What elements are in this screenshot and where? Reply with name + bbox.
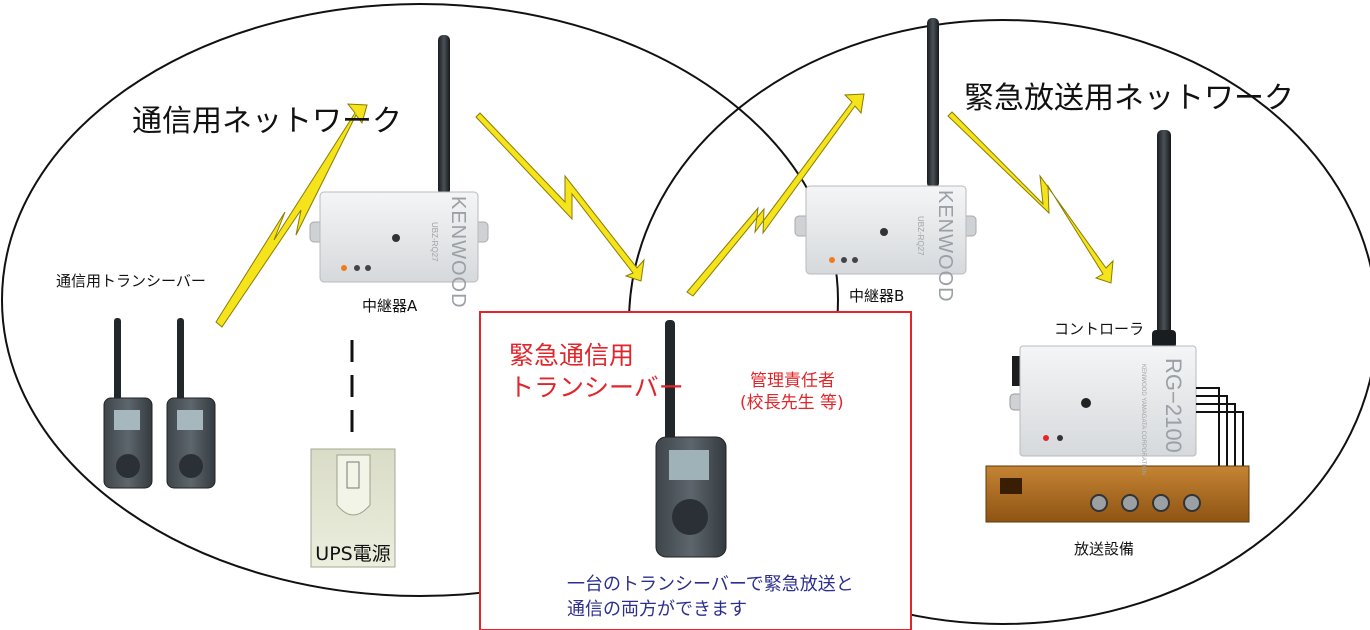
repeater-a-brand-text: KENWOOD	[447, 196, 469, 309]
repeater-b-model-text: UBZ-RQ27	[916, 216, 925, 256]
transceiver-icon	[655, 320, 727, 558]
emergency-title-line2: トランシーバー	[509, 373, 684, 402]
capability-note: 一台のトランシーバーで緊急放送と 通信の両方ができます	[567, 572, 854, 622]
ups-label: UPS電源	[315, 543, 391, 565]
broadcast-unit-icon	[985, 465, 1250, 523]
ups-icon	[310, 448, 396, 568]
repeater-b-label: 中継器B	[849, 287, 905, 305]
transceivers-label: 通信用トランシーバー	[56, 272, 206, 290]
repeater-icon	[309, 35, 489, 283]
controller-maker-text: KENWOOD YAMAGATA CORPORATION	[1140, 364, 1146, 475]
emergency-title-line1: 緊急通信用	[509, 341, 635, 370]
repeater-a-model-text: UBZ-RQ27	[430, 222, 439, 262]
manager-line2: (校長先生 等)	[740, 393, 844, 413]
manager-line1: 管理責任者	[750, 371, 835, 391]
controller-label: コントローラ	[1054, 320, 1145, 338]
capability-note-line2: 通信の両方ができます	[567, 599, 747, 620]
network-right-title: 緊急放送用ネットワーク	[964, 81, 1294, 116]
transceiver-icon	[103, 318, 153, 489]
network-circle-left	[1, 3, 839, 597]
controller-model-text: RG−2100	[1161, 358, 1186, 453]
network-left-title: 通信用ネットワーク	[132, 104, 402, 139]
transceiver-icon	[166, 318, 216, 489]
broadcast-label: 放送設備	[1074, 540, 1135, 558]
lightning-bolt-icon	[215, 103, 368, 328]
repeater-b-brand-text: KENWOOD	[934, 190, 956, 303]
lightning-bolt-icon	[947, 111, 1114, 284]
repeater-icon	[794, 18, 977, 275]
controller-icon	[1009, 130, 1197, 457]
lightning-bolt-icon	[686, 93, 865, 297]
repeater-a-label: 中継器A	[362, 297, 418, 315]
cable-icon	[1196, 387, 1244, 467]
manager-label: 管理責任者 (校長先生 等)	[740, 370, 844, 414]
capability-note-line1: 一台のトランシーバーで緊急放送と	[567, 574, 854, 595]
emergency-title: 緊急通信用 トランシーバー	[509, 340, 684, 404]
lightning-bolt-icon	[475, 112, 645, 282]
